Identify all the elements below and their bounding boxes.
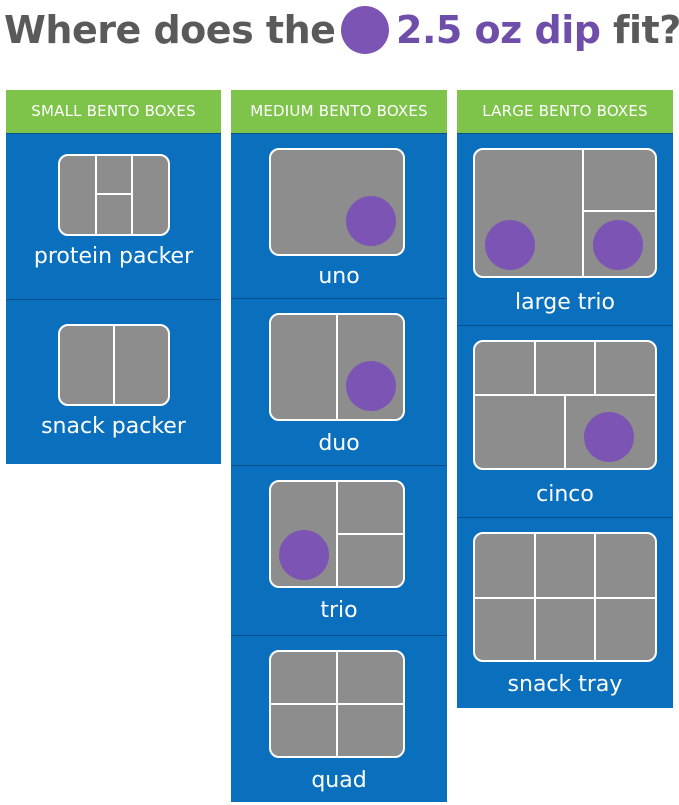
dip-circle-icon <box>485 220 535 270</box>
dip-circle-icon <box>341 6 389 54</box>
bento-box-icon <box>269 313 405 421</box>
item-label: cinco <box>536 482 594 507</box>
item-label: snack packer <box>41 414 186 439</box>
headline-question: Where does the <box>4 8 336 52</box>
dip-circle-icon <box>346 361 396 411</box>
item-label: trio <box>320 598 358 623</box>
item-duo: duo <box>231 298 447 465</box>
item-snack-tray: snack tray <box>457 517 673 708</box>
item-protein-packer: protein packer <box>6 133 221 299</box>
dip-circle-icon <box>346 196 396 246</box>
bento-box-icon <box>269 480 405 588</box>
bento-box-icon <box>473 148 657 278</box>
dip-circle-icon <box>584 412 634 462</box>
bento-box-icon <box>269 650 405 758</box>
headline: Where does the 2.5 oz dip fit? <box>0 0 679 60</box>
column-header-large: LARGE BENTO BOXES <box>457 90 673 133</box>
bento-box-icon <box>473 532 657 662</box>
headline-suffix: fit? <box>613 8 679 52</box>
item-label: duo <box>318 431 360 456</box>
item-label: uno <box>318 264 360 289</box>
column-small: SMALL BENTO BOXES protein packer snack p… <box>6 90 221 464</box>
headline-dip-size: 2.5 oz dip <box>396 8 601 52</box>
bento-box-icon <box>473 340 657 470</box>
item-snack-packer: snack packer <box>6 299 221 464</box>
item-cinco: cinco <box>457 325 673 517</box>
bento-box-icon <box>269 148 405 256</box>
item-label: protein packer <box>33 244 194 269</box>
item-large-trio: large trio <box>457 133 673 325</box>
bento-box-icon <box>58 324 170 406</box>
column-medium: MEDIUM BENTO BOXES uno duo trio quad <box>231 90 447 802</box>
item-trio: trio <box>231 465 447 635</box>
column-header-medium: MEDIUM BENTO BOXES <box>231 90 447 133</box>
item-label: snack tray <box>507 672 623 697</box>
item-label: quad <box>311 768 367 793</box>
column-header-small: SMALL BENTO BOXES <box>6 90 221 133</box>
item-quad: quad <box>231 635 447 802</box>
dip-circle-icon <box>279 530 329 580</box>
column-large: LARGE BENTO BOXES large trio cinco snack… <box>457 90 673 708</box>
item-label: large trio <box>515 290 615 315</box>
item-uno: uno <box>231 133 447 298</box>
bento-box-icon <box>58 154 170 236</box>
dip-circle-icon <box>593 220 643 270</box>
